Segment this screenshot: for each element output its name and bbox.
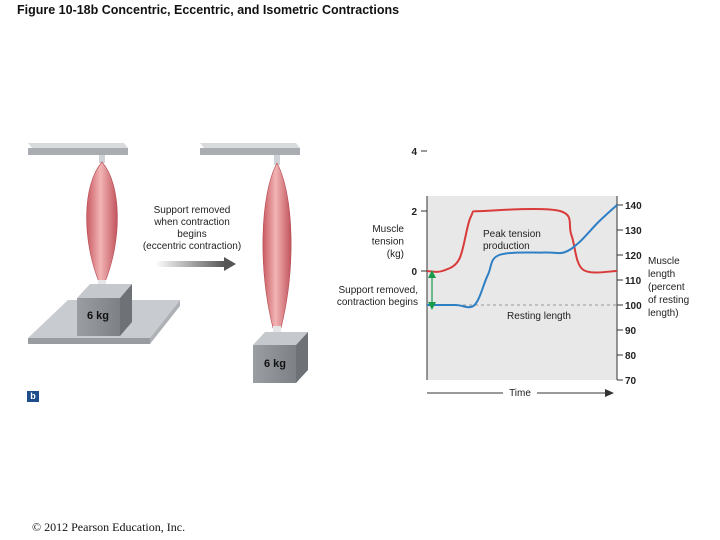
support-note-line: (eccentric contraction) [142,241,242,252]
length-axis-label: length [648,269,675,280]
chart-plot-area [427,196,617,380]
length-tick-label: 120 [625,251,642,262]
time-axis-label: Time [509,388,531,399]
length-tick-label: 110 [625,276,642,287]
time-label-bg [503,386,537,399]
muscle-right [262,162,292,329]
change-arrow-head-top [428,270,436,278]
support-bar-left [28,143,128,155]
support-removed-label: Support removed, [339,285,419,296]
time-axis-arrowhead [605,389,614,397]
tendon-bottom-right [273,326,281,336]
weight-box-left [77,284,132,336]
support-note-line: begins [177,229,207,240]
tension-axis-label: tension [372,237,404,248]
change-arrow-head-bottom [428,302,436,310]
length-axis-label: Muscle [648,256,680,267]
weight-box-right [253,332,308,383]
weight-label: 6 kg [87,310,109,322]
length-tick-label: 80 [625,351,637,362]
support-note-line: when contraction [154,217,230,228]
panel-label: b [27,391,39,402]
tension-axis-label: Muscle [372,224,404,235]
length-tick-label: 100 [625,301,642,312]
length-tick-label: 140 [625,201,642,212]
support-note: Support removed when contraction begins … [133,205,251,253]
tension-tick-label: 4 [411,147,417,158]
length-axis-label: length) [648,308,679,319]
support-bar-right [200,143,300,155]
length-series-line [427,204,618,309]
peak-tension-label: Peak tension [483,229,541,240]
weight-label: 6 kg [264,358,286,370]
tendon-top-left [99,155,105,163]
length-axis-label: of resting [648,295,689,306]
transition-arrow [155,257,236,271]
resting-length-label: Resting length [507,311,571,322]
support-removed-label: contraction begins [337,297,418,308]
muscle-left [86,161,118,283]
length-tick-label: 90 [625,326,637,337]
tension-series-line [426,208,618,274]
peak-tension-label: production [483,241,530,252]
figure-title: Figure 10-18b Concentric, Eccentric, and… [17,3,400,17]
length-tick-label: 130 [625,226,642,237]
tension-axis-label: (kg) [387,249,404,260]
tendon-top-right [274,155,280,165]
length-tick-label: 70 [625,376,637,387]
tension-tick-label: 2 [411,207,417,218]
tension-tick-label: 0 [411,267,417,278]
copyright: © 2012 Pearson Education, Inc. [32,520,186,534]
length-axis-label: (percent [648,282,685,293]
support-note-line: Support removed [153,205,231,216]
